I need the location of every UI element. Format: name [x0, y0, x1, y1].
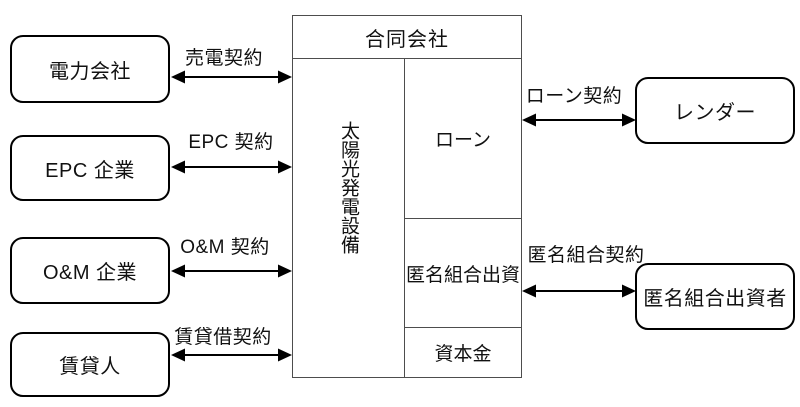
- llc-cell-loan: ローン: [405, 59, 521, 219]
- entity-lessor: 賃貸人: [10, 332, 170, 397]
- llc-cell-capital: 資本金: [434, 344, 492, 365]
- contract-label-epc: EPC 契約: [188, 132, 274, 153]
- entity-tk-investor-label: 匿名組合出資者: [643, 288, 787, 310]
- contract-label-om: O&M 契約: [180, 237, 270, 258]
- llc-cell-tk-investment: 匿名組合出資: [405, 219, 521, 328]
- contract-label-tk: 匿名組合契約: [527, 245, 645, 266]
- llc-funding-column: ローン 匿名組合出資 資本金: [405, 59, 521, 377]
- entity-power-company: 電力会社: [10, 35, 170, 103]
- asset-label: 太陽光発電設備: [338, 121, 359, 254]
- contract-label-power-sale: 売電契約: [184, 48, 264, 69]
- entity-om-company-label: O&M 企業: [42, 262, 138, 284]
- entity-om-company: O&M 企業: [10, 237, 170, 304]
- arrow-lease: [171, 348, 292, 362]
- arrow-epc: [171, 160, 292, 174]
- entity-epc-company: EPC 企業: [10, 135, 170, 201]
- entity-epc-company-label: EPC 企業: [45, 159, 135, 182]
- arrow-loan: [522, 113, 636, 127]
- llc-asset-cell: 太陽光発電設備: [293, 59, 405, 377]
- entity-tk-investor: 匿名組合出資者: [635, 263, 795, 330]
- entity-power-company-label: 電力会社: [49, 60, 131, 83]
- arrow-tk: [522, 284, 636, 298]
- entity-lender: レンダー: [635, 77, 795, 144]
- contract-label-loan: ローン契約: [525, 86, 623, 107]
- llc-body: 太陽光発電設備 ローン 匿名組合出資 資本金: [293, 59, 521, 377]
- entity-lessor-label: 賃貸人: [59, 356, 121, 378]
- arrow-om: [171, 264, 292, 278]
- arrow-power-sale: [171, 70, 292, 84]
- llc-box: 合同会社 太陽光発電設備 ローン 匿名組合出資 資本金: [292, 15, 522, 378]
- llc-title: 合同会社: [293, 16, 521, 59]
- entity-lender-label: レンダー: [674, 102, 756, 124]
- contract-label-lease: 賃貸借契約: [174, 327, 272, 348]
